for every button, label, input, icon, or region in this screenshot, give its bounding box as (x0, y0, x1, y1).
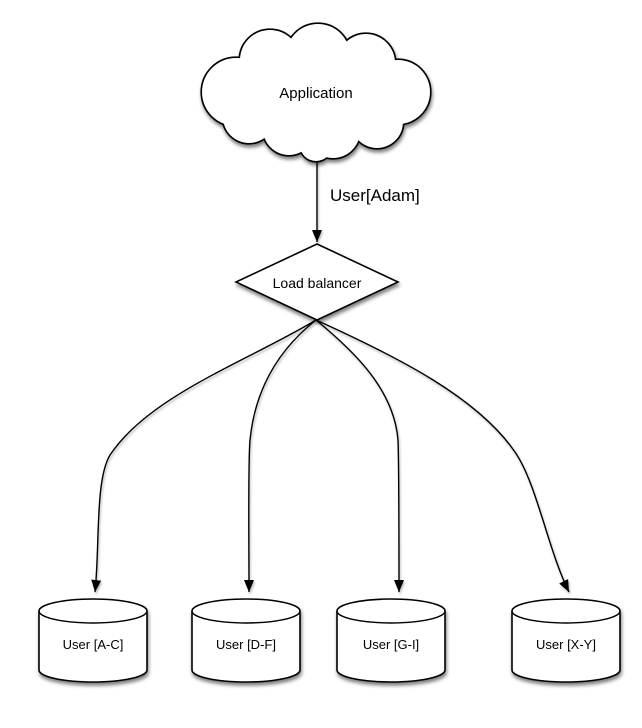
application-cloud (200, 22, 432, 163)
shard-df-label: User [D-F] (216, 637, 276, 652)
edge-loadbalancer-to-shard-ac (91, 319, 317, 593)
shard-xy-label: User [X-Y] (536, 637, 596, 652)
shard-cylinder-df (191, 598, 301, 683)
cloud-body (202, 24, 430, 161)
edge-loadbalancer-to-shard-xy (315, 319, 570, 593)
load-balancer-label: Load balancer (273, 275, 362, 291)
cylinder-rim (336, 610, 446, 624)
edge-loadbalancer-to-shard-df (243, 319, 317, 593)
cylinder-rim (511, 610, 621, 624)
cylinder-body (38, 598, 148, 683)
shard-gi-label: User [G-I] (363, 637, 419, 652)
application-label: Application (279, 85, 352, 102)
shard-cylinder-xy (511, 598, 621, 683)
edge-loadbalancer-to-shard-gi (315, 319, 404, 593)
edge-label-user-adam: User[Adam] (330, 186, 420, 205)
shard-cylinder-gi (336, 598, 446, 683)
edges-group (91, 150, 570, 593)
shard-ac-label: User [A-C] (63, 637, 124, 652)
shard-cylinder-ac (38, 598, 148, 683)
cylinder-body (336, 598, 446, 683)
cylinder-rim (38, 610, 148, 624)
cylinder-body (511, 598, 621, 683)
cylinder-body (191, 598, 301, 683)
diamond-shape (234, 243, 400, 321)
load-balancer-diamond (234, 243, 400, 321)
cylinder-rim (191, 610, 301, 624)
